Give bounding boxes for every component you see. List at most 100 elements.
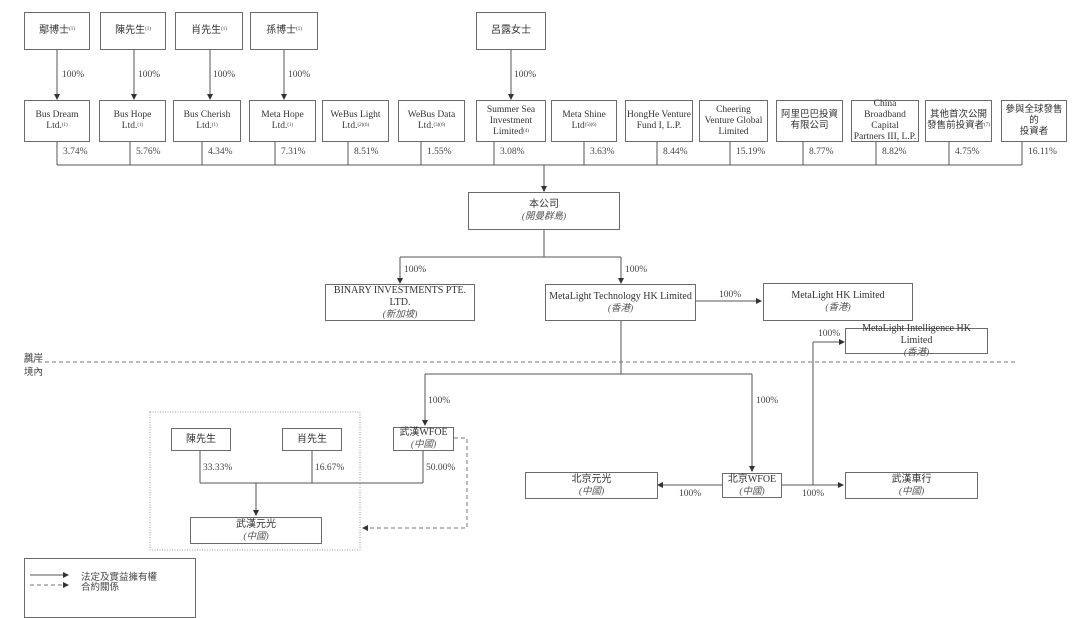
legend: 法定及實益擁有權 合約關係 [24, 558, 196, 618]
footnote: (1) [69, 27, 75, 32]
legend-label: 法定及實益擁有權 [81, 573, 158, 583]
ownership-pct: 1.55% [427, 147, 452, 157]
shareholder-name-line: Ltd.(1) [46, 121, 68, 131]
ownership-pct: 3.74% [63, 147, 88, 157]
founder-name: 呂露女士 [491, 25, 531, 36]
wuhan-wfoe-box: 武漢WFOE (中國) [393, 427, 454, 451]
entity-jurisdiction: (新加坡) [382, 309, 418, 320]
edge-label: 16.67% [315, 463, 345, 473]
shareholder-name-line: Bus Dream [35, 110, 79, 120]
ownership-pct: 3.63% [590, 147, 615, 157]
edge-label: 100% [138, 70, 161, 80]
shareholder-name-line: Bus Hope [113, 110, 152, 120]
edge-label: 33.33% [203, 463, 233, 473]
shareholder-name-line: Ltd.(1) [271, 121, 294, 131]
founder-box: 鄢博士(1) [24, 12, 90, 50]
shareholder-name-line: Ltd.(1) [121, 121, 144, 131]
edge-label: 100% [625, 265, 648, 275]
binary-investments-box: BINARY INVESTMENTS PTE. LTD. (新加坡) [325, 284, 475, 321]
footnote: (5)(6) [584, 123, 597, 128]
footnote: (1) [145, 27, 151, 32]
footnote: (4) [523, 128, 529, 134]
edge-label: 100% [213, 70, 236, 80]
entity-jurisdiction: (香港) [825, 303, 851, 313]
edge-label: 100% [514, 70, 537, 80]
ownership-pct: 8.44% [663, 147, 688, 157]
shareholder-name-line: 發售前投資者(7) [927, 121, 990, 131]
edge-label: 100% [404, 265, 427, 275]
shareholder-box: 其他首次公開發售前投資者(7) [925, 100, 992, 142]
shareholder-name-line: Meta Hope [261, 110, 304, 120]
shareholder-name-line: Bus Cherish [183, 110, 231, 120]
entity-jurisdiction: (中國) [243, 531, 269, 542]
wuhan-yuanguang-box: 武漢元光 (中國) [190, 517, 322, 544]
footnote: (1) [211, 123, 218, 128]
ownership-pct: 4.75% [955, 147, 980, 157]
edge-label: 100% [756, 396, 779, 406]
footnote: (2)(6) [357, 123, 370, 128]
entity-jurisdiction: (中國) [898, 486, 925, 497]
beijing-yuanguang-box: 北京元光 (中國) [525, 472, 658, 499]
ownership-pct: 8.77% [809, 147, 834, 157]
footnote: (1) [137, 123, 144, 128]
shareholder-name-line: 阿里巴巴投資 [780, 110, 838, 120]
edge-label: 100% [62, 70, 85, 80]
contractual-edge [362, 437, 468, 531]
shareholder-box: 阿里巴巴投資有限公司 [776, 100, 843, 142]
edge-label: 100% [428, 396, 451, 406]
company-box: 本公司 (開曼群島) [468, 192, 620, 230]
ownership-pct: 15.19% [736, 147, 766, 157]
shareholder-name-line: Investment [489, 115, 533, 126]
shareholder-name-line: Summer Sea [486, 104, 536, 115]
metalight-technology-hk-box: MetaLight Technology HK Limited (香港) [545, 284, 696, 321]
shareholder-name-line: Ltd(5)(6) [571, 121, 597, 131]
founder-name: 孫博士 [266, 25, 297, 36]
edge-label: 100% [288, 70, 311, 80]
company-name: 本公司 [529, 199, 559, 210]
shareholder-name-line: Meta Shine [562, 110, 606, 120]
shareholder-name-line: 投資者 [1019, 126, 1049, 137]
ownership-pct: 3.08% [500, 147, 525, 157]
founder-name: 肖先生 [191, 25, 222, 36]
shareholder-name-line: China [873, 99, 897, 109]
shareholder-name-line: Ltd.(1) [196, 121, 218, 131]
shareholder-name-line: Venture Global [704, 115, 763, 126]
edge-label: 100% [719, 290, 742, 300]
shareholder-name-line: Ltd.(2)(6) [341, 121, 370, 131]
edge-label: 100% [802, 489, 825, 499]
entity-name: 武漢車行 [891, 473, 932, 485]
shareholder-name-line: WeBus Data [407, 110, 456, 120]
shareholder-name-line: Broadband Capital [864, 110, 906, 131]
founder-box: 肖先生(1) [175, 12, 243, 50]
entity-name: 北京WFOE [727, 473, 777, 485]
shareholder-name-line: Ltd.(3)(6) [417, 121, 446, 131]
onshore-label: 境內 [24, 368, 44, 378]
entity-name: MetaLight HK Limited [791, 290, 885, 301]
footnote: (7) [984, 123, 990, 128]
shareholder-name-line: HongHe Venture [627, 110, 691, 120]
footnote: (1) [287, 123, 294, 128]
founder-box: 陳先生(1) [100, 12, 166, 50]
xiao-box: 肖先生 [282, 428, 342, 451]
shareholder-name-line: WeBus Light [330, 110, 381, 120]
shareholder-name-line: 有限公司 [790, 121, 829, 131]
footnote: (3)(6) [433, 123, 446, 128]
entity-name: 武漢WFOE [399, 427, 448, 438]
ownership-pct: 7.31% [281, 147, 306, 157]
entity-name: 北京元光 [571, 473, 612, 485]
legend-label: 合約關係 [81, 583, 120, 593]
offshore-label: 離岸 [24, 354, 44, 364]
entity-jurisdiction: (香港) [903, 348, 930, 358]
shareholder-box: 參與全球發售的投資者 [1001, 100, 1067, 142]
shareholder-name-line: Limited(4) [493, 126, 529, 137]
shareholder-name-line: 其他首次公開 [929, 110, 987, 120]
metalight-hk-box: MetaLight HK Limited (香港) [763, 283, 913, 321]
founder-name: 陳先生 [115, 25, 146, 36]
